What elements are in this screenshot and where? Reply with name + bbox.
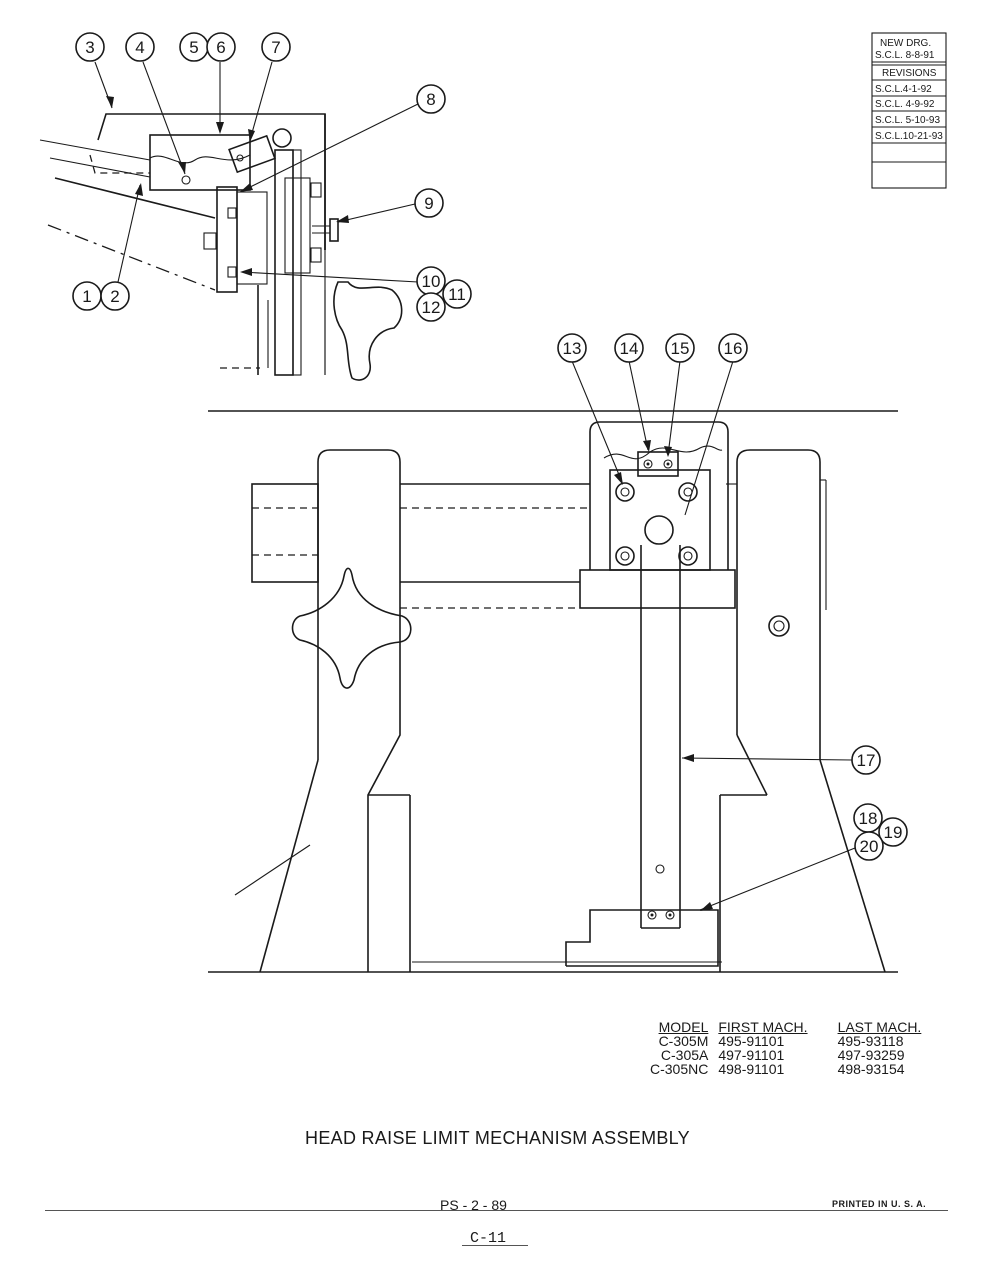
page-number-rule	[462, 1245, 528, 1246]
column-header-first: FIRST MACH.	[718, 1019, 808, 1035]
callout-bubbles: 3 4 5 6 7 8 9 1 2 10 11 12 13 14 15 16 1…	[72, 32, 908, 861]
table-row: C-305A 497-91101 497-93259	[650, 1048, 931, 1062]
callout-bubble: 13	[557, 333, 587, 363]
callout-bubble: 12	[416, 292, 446, 322]
svg-text:3: 3	[85, 38, 94, 57]
callout-bubble: 17	[851, 745, 881, 775]
table-row: C-305NC 498-91101 498-93154	[650, 1062, 931, 1076]
callout-bubble: 7	[261, 32, 291, 62]
page-code: PS - 2 - 89	[440, 1197, 507, 1213]
callout-bubble: 20	[854, 831, 884, 861]
main-leaders	[571, 360, 861, 911]
printed-in-label: PRINTED IN U. S. A.	[832, 1199, 927, 1209]
page-number: C-11	[470, 1230, 507, 1247]
svg-text:11: 11	[448, 285, 466, 304]
upper-detail-view	[39, 113, 403, 381]
svg-text:12: 12	[422, 298, 441, 317]
callout-bubble: 14	[614, 333, 644, 363]
revision-entry: S.C.L. 4-9-92	[875, 99, 935, 110]
revision-header-2: S.C.L. 8-8-91	[875, 50, 935, 61]
svg-text:9: 9	[424, 194, 433, 213]
first-mach-cell: 498-91101	[718, 1061, 785, 1077]
svg-text:1: 1	[82, 287, 91, 306]
main-view	[208, 410, 898, 973]
svg-text:17: 17	[857, 751, 876, 770]
last-mach-cell: 498-93154	[837, 1061, 905, 1077]
svg-text:8: 8	[426, 90, 435, 109]
model-cell: C-305M	[658, 1033, 709, 1049]
model-cell: C-305NC	[650, 1061, 709, 1077]
callout-bubble: 1	[72, 281, 102, 311]
table-row: C-305M 495-91101 495-93118	[650, 1034, 931, 1048]
svg-text:19: 19	[884, 823, 903, 842]
callout-bubble: 19	[878, 817, 908, 847]
svg-text:15: 15	[671, 339, 690, 358]
callout-bubble: 4	[125, 32, 155, 62]
first-mach-cell: 495-91101	[718, 1033, 785, 1049]
callout-bubble: 5	[179, 32, 209, 62]
last-mach-cell: 495-93118	[837, 1033, 904, 1049]
drawing-title: HEAD RAISE LIMIT MECHANISM ASSEMBLY	[305, 1128, 690, 1148]
svg-text:4: 4	[135, 38, 144, 57]
svg-text:6: 6	[216, 38, 225, 57]
revision-block: NEW DRG. S.C.L. 8-8-91 REVISIONS S.C.L.4…	[871, 32, 947, 189]
svg-text:2: 2	[110, 287, 119, 306]
model-table: MODEL FIRST MACH. LAST MACH. C-305M 495-…	[650, 1020, 931, 1076]
first-mach-cell: 497-91101	[718, 1047, 785, 1063]
model-cell: C-305A	[660, 1047, 709, 1063]
svg-text:10: 10	[422, 272, 441, 291]
callout-bubble: 16	[718, 333, 748, 363]
callout-bubble: 10	[416, 266, 446, 296]
callout-bubble: 3	[75, 32, 105, 62]
footer-rule	[45, 1210, 948, 1211]
revision-entry: S.C.L.10-21-93	[875, 131, 943, 142]
revision-header-1: NEW DRG.	[880, 38, 931, 49]
upper-leaders	[94, 61, 419, 283]
svg-text:7: 7	[271, 38, 280, 57]
column-header-last: LAST MACH.	[837, 1019, 922, 1035]
last-mach-cell: 497-93259	[837, 1047, 905, 1063]
revision-entry: S.C.L. 5-10-93	[875, 115, 940, 126]
svg-text:20: 20	[860, 837, 879, 856]
callout-bubble: 8	[416, 84, 446, 114]
svg-text:5: 5	[189, 38, 198, 57]
table-header-row: MODEL FIRST MACH. LAST MACH.	[650, 1020, 931, 1034]
column-header-model: MODEL	[658, 1019, 709, 1035]
callout-bubble: 15	[665, 333, 695, 363]
svg-text:14: 14	[620, 339, 639, 358]
svg-text:13: 13	[563, 339, 582, 358]
callout-bubble: 18	[853, 803, 883, 833]
svg-text:16: 16	[724, 339, 743, 358]
callout-bubble: 11	[442, 279, 472, 309]
callout-bubble: 2	[100, 281, 130, 311]
svg-text:18: 18	[859, 809, 878, 828]
revisions-label: REVISIONS	[882, 68, 937, 79]
revision-entry: S.C.L.4-1-92	[875, 84, 932, 95]
callout-bubble: 9	[414, 188, 444, 218]
callout-bubble: 6	[206, 32, 236, 62]
